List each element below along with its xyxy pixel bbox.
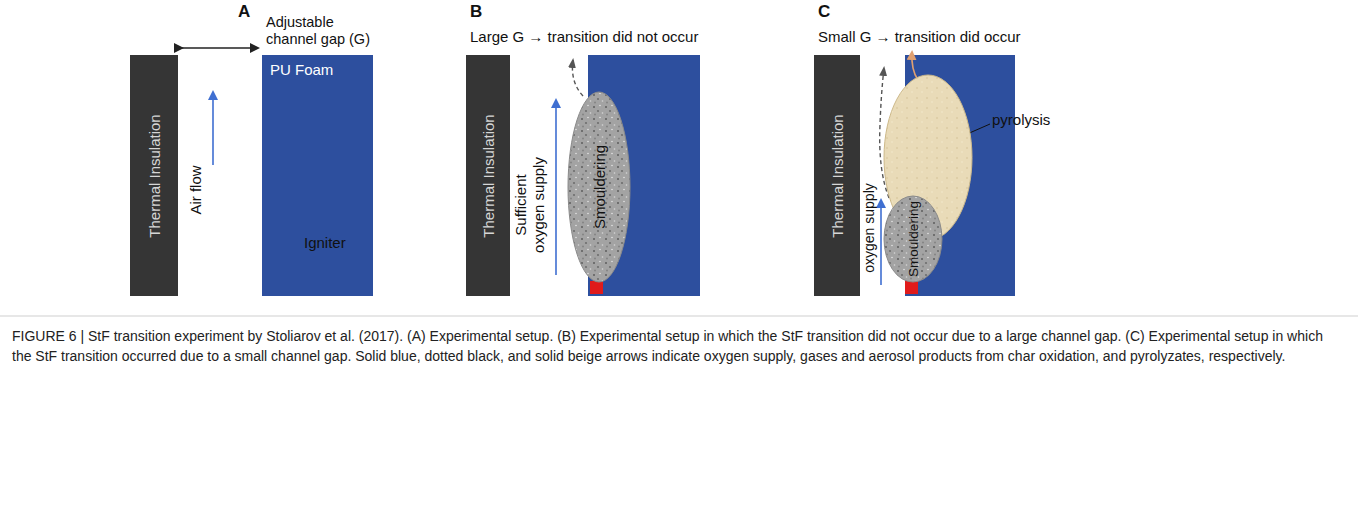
part-label: Igniter xyxy=(304,234,346,252)
material-label: PU Foam xyxy=(262,55,373,84)
zone-label: Smouldering xyxy=(906,201,921,277)
panel-label: Thermal Insulation xyxy=(480,114,497,237)
smouldering-zone: Smouldering xyxy=(568,92,630,282)
pyrolyzate-arrow xyxy=(912,52,918,80)
igniter xyxy=(590,281,603,294)
insulation-panel: Thermal Insulation xyxy=(466,55,510,296)
zone-label: Smouldering xyxy=(591,145,608,229)
panel-label: Thermal Insulation xyxy=(146,114,163,237)
panel-letter: C xyxy=(818,2,830,22)
igniter xyxy=(905,281,918,294)
dimension-label: Adjustable channel gap (G) xyxy=(266,14,384,49)
panel-label: Thermal Insulation xyxy=(829,114,846,237)
panel-title: Small G → transition did occur xyxy=(818,28,1021,46)
insulation-panel: Thermal Insulation xyxy=(814,55,860,296)
zone-label: pyrolysis xyxy=(992,111,1050,128)
smouldering-zone: Smouldering xyxy=(884,196,942,282)
panel-letter: A xyxy=(238,2,250,22)
air-flow-arrow xyxy=(212,92,214,165)
gap-dimension xyxy=(182,47,258,48)
flow-label: Sufficient oxygen supply xyxy=(512,155,548,255)
oxygen-arrow xyxy=(555,100,557,275)
separator xyxy=(0,316,1358,317)
panel-title: Large G → transition did not occur xyxy=(470,28,698,46)
oxygen-arrow xyxy=(880,200,882,285)
flow-label: oxygen supply xyxy=(861,183,878,273)
flow-label: Air flow xyxy=(187,165,205,214)
char-oxidation-arrow xyxy=(572,60,583,96)
figure-caption: FIGURE 6 | StF transition experiment by … xyxy=(12,326,1346,367)
insulation-panel: Thermal Insulation xyxy=(130,55,178,296)
foam-block: PU Foam xyxy=(262,55,373,296)
panel-letter: B xyxy=(470,2,482,22)
